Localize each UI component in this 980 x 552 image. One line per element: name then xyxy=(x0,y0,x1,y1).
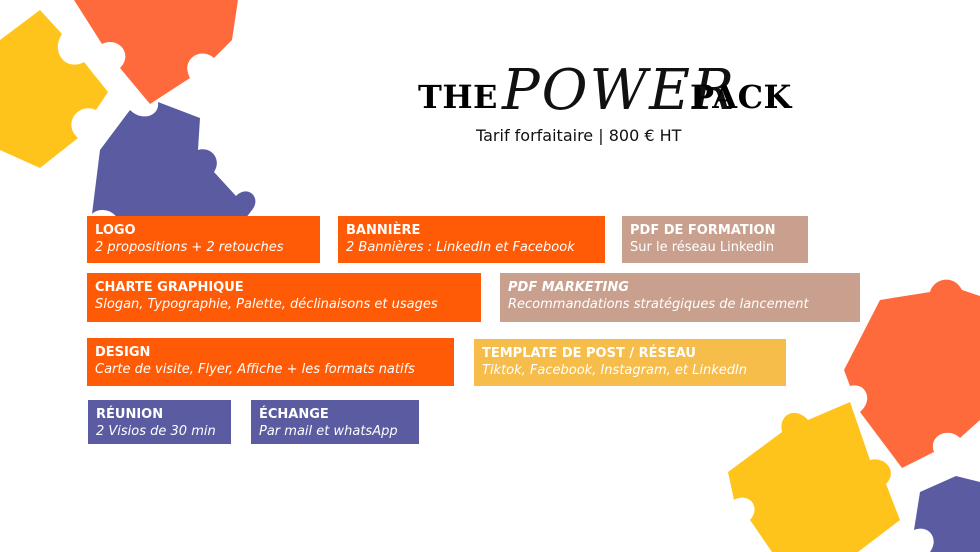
service-design: DESIGN Carte de visite, Flyer, Affiche +… xyxy=(87,338,454,386)
service-charte-graphique: CHARTE GRAPHIQUE Slogan, Typographie, Pa… xyxy=(87,273,481,322)
service-detail: 2 propositions + 2 retouches xyxy=(95,240,284,255)
service-heading: DESIGN xyxy=(95,345,151,360)
service-detail: 2 Bannières : LinkedIn et Facebook xyxy=(346,240,575,255)
service-banniere: BANNIÈRE 2 Bannières : LinkedIn et Faceb… xyxy=(338,216,605,263)
service-heading: LOGO xyxy=(95,223,136,238)
service-detail: Par mail et whatsApp xyxy=(259,424,398,439)
service-detail: Slogan, Typographie, Palette, déclinaiso… xyxy=(95,297,438,312)
puzzle-piece-icon xyxy=(844,279,980,468)
service-heading: TEMPLATE DE POST / RÉSEAU xyxy=(482,346,696,361)
service-detail: Carte de visite, Flyer, Affiche + les fo… xyxy=(95,362,415,377)
service-heading: RÉUNION xyxy=(96,407,164,422)
title-power: POWER xyxy=(502,58,737,123)
service-reunion: RÉUNION 2 Visios de 30 min xyxy=(88,400,231,444)
puzzle-piece-icon xyxy=(728,402,900,552)
service-echange: ÉCHANGE Par mail et whatsApp xyxy=(251,400,419,444)
price-subtitle: Tarif forfaitaire | 800 € HT xyxy=(476,126,682,145)
puzzle-piece-icon xyxy=(74,0,238,104)
puzzle-piece-icon xyxy=(914,476,980,552)
service-heading: PDF MARKETING xyxy=(508,280,629,295)
service-heading: BANNIÈRE xyxy=(346,223,421,238)
page-title: THE POWER PACK xyxy=(418,58,798,128)
service-heading: CHARTE GRAPHIQUE xyxy=(95,280,244,295)
puzzle-piece-icon xyxy=(0,10,108,168)
puzzle-piece-icon xyxy=(92,102,256,244)
service-heading: ÉCHANGE xyxy=(259,407,329,422)
title-pack: PACK xyxy=(690,78,792,116)
service-heading: PDF DE FORMATION xyxy=(630,223,776,238)
service-logo: LOGO 2 propositions + 2 retouches xyxy=(87,216,320,263)
service-pdf-formation: PDF DE FORMATION Sur le réseau Linkedin xyxy=(622,216,808,263)
service-detail: Sur le réseau Linkedin xyxy=(630,240,775,255)
service-detail: Tiktok, Facebook, Instagram, et LinkedIn xyxy=(482,363,748,378)
service-template-post: TEMPLATE DE POST / RÉSEAU Tiktok, Facebo… xyxy=(474,339,786,386)
service-detail: 2 Visios de 30 min xyxy=(96,424,216,439)
service-detail: Recommandations stratégiques de lancemen… xyxy=(508,297,809,312)
title-the: THE xyxy=(418,78,498,116)
service-pdf-marketing: PDF MARKETING Recommandations stratégiqu… xyxy=(500,273,860,322)
